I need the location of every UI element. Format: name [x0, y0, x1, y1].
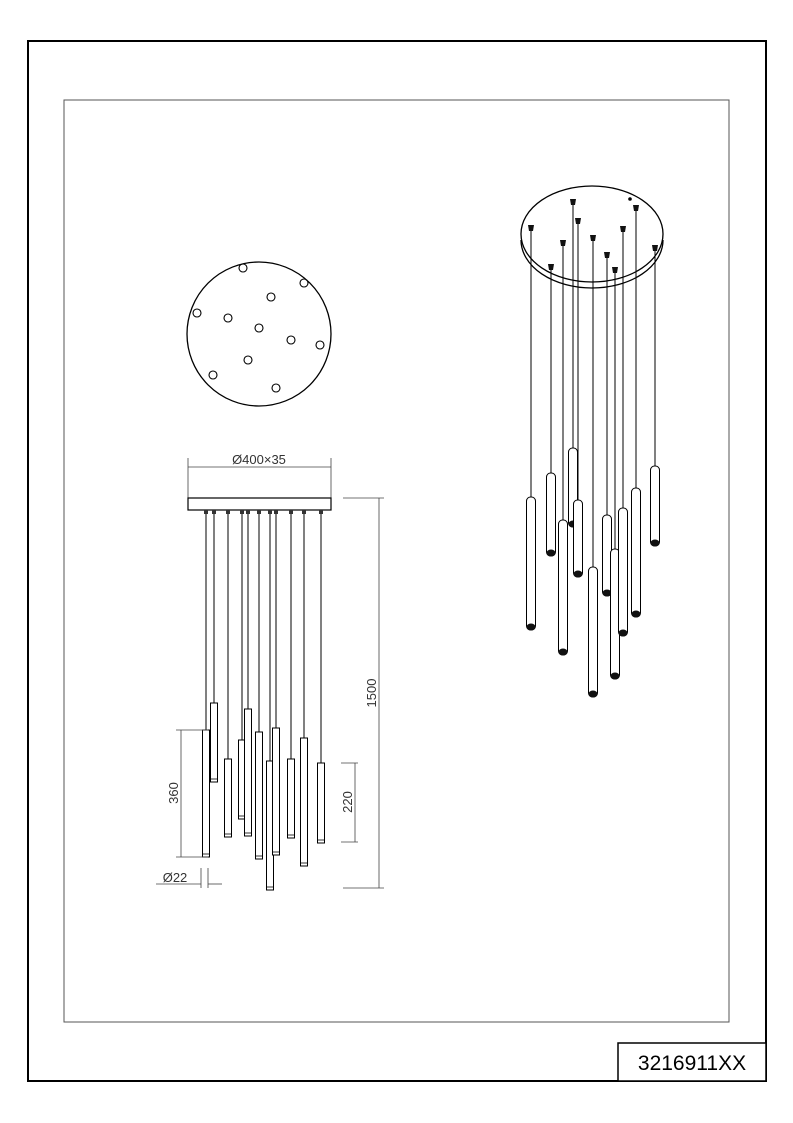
- title-block: 3216911XX: [617, 1042, 767, 1082]
- pendant-tube: [546, 472, 556, 557]
- perspective-view: [520, 185, 664, 698]
- product-code: 3216911XX: [638, 1052, 746, 1075]
- canopy-hole: [266, 292, 276, 302]
- pendant-tube-end: [631, 610, 641, 618]
- pendant-tube: [255, 731, 263, 860]
- pendant-tube: [202, 729, 210, 858]
- canopy-dimension-label: Ø400×35: [232, 452, 286, 467]
- pendant-hook: [590, 235, 596, 241]
- pendant-tube-end: [546, 549, 556, 557]
- pendant-tube-end: [602, 589, 612, 597]
- canopy-hole: [192, 308, 202, 318]
- canopy-hole: [238, 263, 248, 273]
- canopy-hole: [208, 370, 218, 380]
- canopy-hole: [299, 278, 309, 288]
- canopy-plan-outline: [186, 261, 332, 407]
- canopy-hole: [271, 383, 281, 393]
- canopy-width-dimension: [187, 458, 332, 498]
- pendant-tube-end: [618, 629, 628, 637]
- pendant-cap: [226, 510, 230, 514]
- perspective-pendants: [526, 199, 660, 698]
- total-height-label: 1500: [364, 679, 379, 708]
- pendant-tube-end: [588, 690, 598, 698]
- short-pendant-dimension: [341, 762, 358, 843]
- pendant-hook: [652, 245, 658, 251]
- pendant-hook: [633, 205, 639, 211]
- pendant-tube-end: [558, 648, 568, 656]
- pendant-tube: [287, 758, 295, 839]
- pendant-cap: [289, 510, 293, 514]
- short-pendant-length-label: 220: [340, 791, 355, 813]
- title-block-box: [617, 1042, 767, 1082]
- pendant-tube: [573, 499, 583, 578]
- pendant-hook: [604, 252, 610, 258]
- pendant-cap: [204, 510, 208, 514]
- pendant-tube: [631, 487, 641, 618]
- canopy-holes: [192, 263, 325, 393]
- pendant-tube: [588, 566, 598, 698]
- pendant-diameter-dimension: [156, 868, 222, 888]
- front-view: Ø400×35 1500 360 220: [156, 452, 384, 891]
- canopy-hole: [286, 335, 296, 345]
- canopy-front: [187, 497, 332, 511]
- pendant-hook: [548, 264, 554, 270]
- canopy-perspective-rim: [520, 239, 664, 289]
- pendant-tube: [210, 702, 218, 783]
- pendant-tube-end: [526, 623, 536, 631]
- pendant-hook: [528, 225, 534, 231]
- pendant-tube: [526, 496, 536, 631]
- canopy-screw: [628, 197, 632, 201]
- pendant-tube-end: [650, 539, 660, 547]
- total-height-dimension: [343, 497, 384, 889]
- canopy-hole: [315, 340, 325, 350]
- pendant-cap: [212, 510, 216, 514]
- pendant-tube: [618, 507, 628, 637]
- pendant-tube: [558, 519, 568, 656]
- pendant-cap: [274, 510, 278, 514]
- pendant-cap: [302, 510, 306, 514]
- canopy-hole: [223, 313, 233, 323]
- pendant-hook: [560, 240, 566, 246]
- inner-frame: [63, 99, 730, 1023]
- pendant-tube: [244, 708, 252, 837]
- long-pendant-dimension: [176, 729, 208, 858]
- outer-frame: [27, 40, 767, 1082]
- pendant-diameter-label: Ø22: [163, 870, 188, 885]
- canopy-hole: [254, 323, 264, 333]
- pendant-tube: [272, 727, 280, 856]
- pendant-tube: [224, 758, 232, 838]
- pendant-tube: [317, 762, 325, 844]
- canopy-hole: [243, 355, 253, 365]
- pendant-tube: [300, 737, 308, 867]
- pendant-hook: [620, 226, 626, 232]
- pendant-tube-end: [610, 672, 620, 680]
- pendant-cap: [257, 510, 261, 514]
- pendant-hook: [612, 267, 618, 273]
- pendant-hook: [570, 199, 576, 205]
- pendant-cap: [319, 510, 323, 514]
- pendant-tube-end: [573, 570, 583, 578]
- canopy-perspective: [520, 185, 664, 283]
- pendant-tube: [650, 465, 660, 547]
- pendant-cap: [240, 510, 244, 514]
- long-pendant-length-label: 360: [166, 782, 181, 804]
- top-view: [186, 261, 332, 407]
- pendant-cap: [246, 510, 250, 514]
- pendant-cap: [268, 510, 272, 514]
- front-pendants: [202, 510, 325, 891]
- pendant-hook: [575, 218, 581, 224]
